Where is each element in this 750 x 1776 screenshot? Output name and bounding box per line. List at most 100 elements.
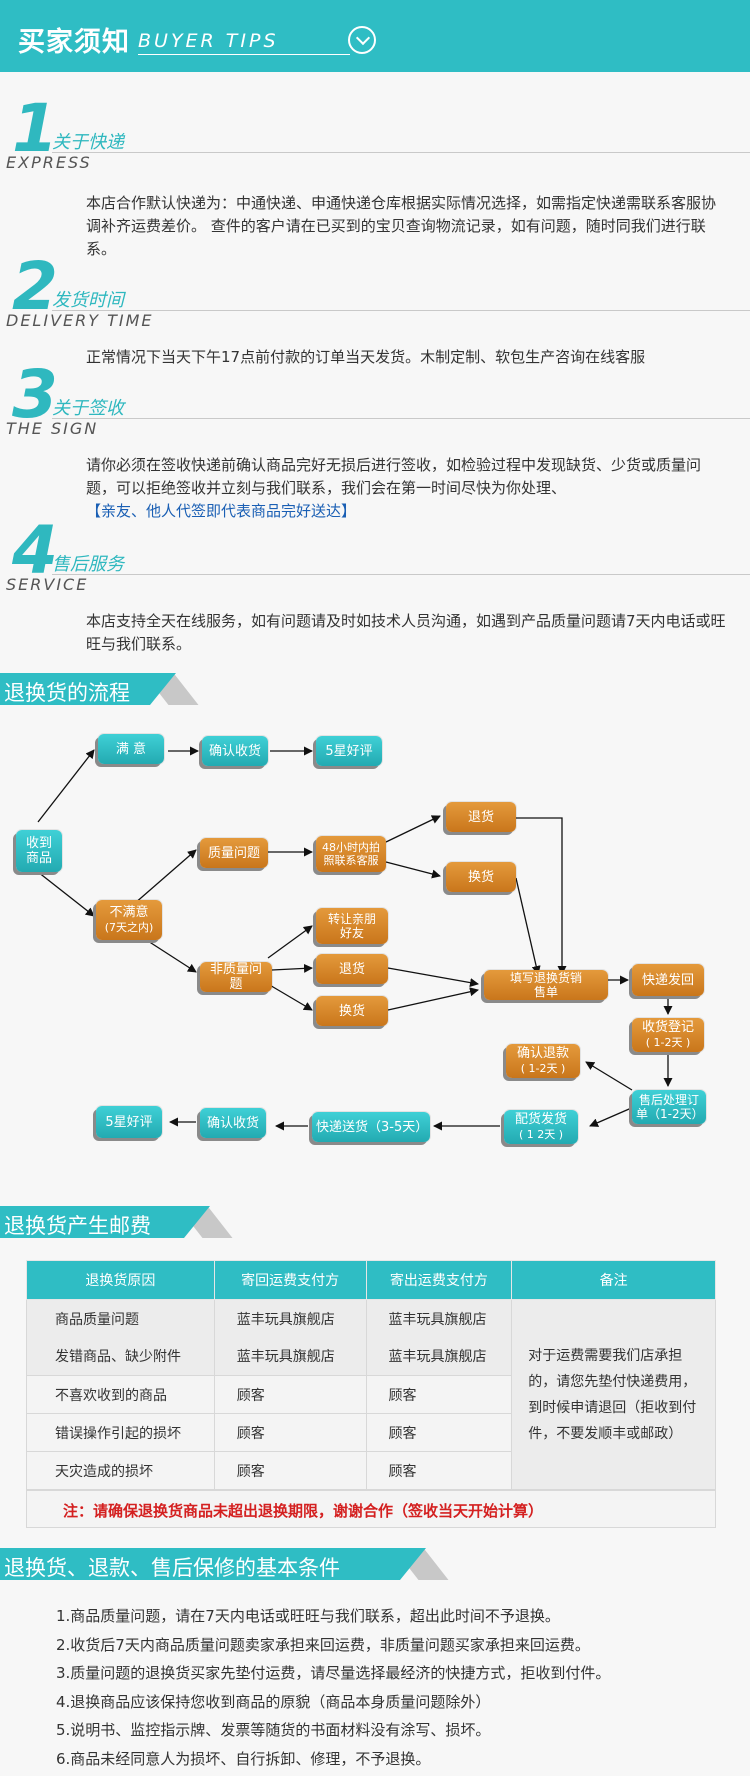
- table-header: 寄出运费支付方: [365, 1260, 513, 1300]
- arrow: [37, 749, 95, 823]
- section-express: 1 关于快递 EXPRESS 本店合作默认快递为：中通快递、申通快递仓库根据实际…: [0, 96, 750, 266]
- node-satisfied: 满 意: [98, 734, 164, 764]
- node-unsatisfied: 不满意(7天之内): [96, 900, 162, 940]
- table-cell: 蓝丰玩具旗舰店: [365, 1337, 513, 1376]
- section-body: 请你必须在签收快递前确认商品完好无损后进行签收，如检验过程中发现缺货、少货或质量…: [86, 456, 702, 497]
- table-cell: 顾客: [213, 1375, 367, 1414]
- table-memo: 对于运费需要我们店承担的，请您先垫付快递费用，到时候申请退回（拒收到付件，不要发…: [511, 1299, 716, 1490]
- banner-title: 退换货、退款、售后保修的基本条件: [4, 1556, 340, 1580]
- table-cell: 顾客: [213, 1451, 367, 1490]
- section-number: 4: [12, 512, 58, 589]
- postage-table: 退换货原因 寄回运费支付方 寄出运费支付方 备注 商品质量问题 蓝丰玩具旗舰店 …: [26, 1260, 716, 1490]
- node-confirm-receipt: 确认收货: [202, 736, 268, 766]
- arrow: [271, 963, 313, 973]
- banner-title: 退换货产生邮费: [4, 1214, 151, 1238]
- conditions-list: 1.商品质量问题，请在7天内电话或旺旺与我们联系，超出此时间不予退换。 2.收货…: [56, 1602, 736, 1774]
- table-row: 发错商品、缺少附件 蓝丰玩具旗舰店 蓝丰玩具旗舰店: [26, 1337, 716, 1376]
- arrow: [589, 1105, 637, 1127]
- node-after-sale-order: 售后处理订单（1-2天）: [632, 1090, 706, 1124]
- section-sign: 3 关于签收 THE SIGN 请你必须在签收快递前确认商品完好无损后进行签收，…: [0, 362, 750, 522]
- table-warning-note: 注：请确保退换货商品未超出退换期限，谢谢合作（签收当天开始计算）: [26, 1490, 716, 1528]
- table-header-row: 退换货原因 寄回运费支付方 寄出运费支付方 备注: [26, 1260, 716, 1300]
- table-row: 天灾造成的损坏 顾客 顾客: [26, 1451, 716, 1490]
- node-confirm-refund: 确认退款( 1-2天 ): [506, 1044, 580, 1078]
- node-fill-return-form: 填写退换货销售单: [484, 970, 608, 1000]
- table-cell: 天灾造成的损坏: [26, 1451, 215, 1490]
- arrow: [37, 871, 95, 917]
- node-express-delivery: 快递送货（3-5天）: [312, 1112, 430, 1142]
- node-quality-issue: 质量问题: [200, 838, 268, 868]
- node-transfer-friend: 转让亲朋好友: [316, 908, 388, 944]
- section-title: 售后服务: [52, 554, 124, 575]
- section-title-en: DELIVERY TIME: [6, 311, 154, 330]
- table-cell: 顾客: [365, 1375, 513, 1414]
- page-title: 买家须知: [18, 27, 130, 58]
- node-confirm-receipt-2: 确认收货: [200, 1108, 266, 1138]
- table-cell: 蓝丰玩具旗舰店: [365, 1299, 513, 1338]
- node-five-star: 5星好评: [316, 736, 382, 766]
- banner-title: 退换货的流程: [4, 681, 130, 705]
- table-header: 退换货原因: [26, 1260, 215, 1300]
- title-underline: [138, 54, 350, 55]
- arrow: [267, 925, 313, 959]
- node-received: 收到商品: [16, 830, 62, 872]
- section-title-en: SERVICE: [6, 575, 89, 594]
- table-cell: 错误操作引起的损坏: [26, 1413, 215, 1452]
- divider: [52, 152, 750, 153]
- arrow: [385, 861, 441, 879]
- divider: [52, 418, 750, 419]
- section-title: 发货时间: [52, 290, 124, 311]
- section-delivery-time: 2 发货时间 DELIVERY TIME 正常情况下当天下午17点前付款的订单当…: [0, 254, 750, 374]
- table-header: 寄回运费支付方: [213, 1260, 367, 1300]
- chevron-down-icon[interactable]: [348, 26, 376, 54]
- section-body: 本店合作默认快递为：中通快递、申通快递仓库根据实际情况选择，如需指定快递需联系客…: [86, 194, 717, 258]
- section-service: 4 售后服务 SERVICE 本店支持全天在线服务，如有问题请及时如技术人员沟通…: [0, 518, 750, 658]
- table-cell: 顾客: [365, 1413, 513, 1452]
- section-number: 3: [12, 356, 58, 433]
- banner-postage: 退换货产生邮费: [0, 1206, 233, 1238]
- section-number: 1: [12, 90, 58, 167]
- node-return-goods: 退货: [446, 802, 516, 832]
- node-five-star-2: 5星好评: [96, 1106, 162, 1138]
- arrow: [385, 815, 441, 843]
- node-receive-register: 收货登记( 1-2天 ): [632, 1018, 704, 1052]
- arrow: [515, 877, 541, 975]
- table-cell: 商品质量问题: [26, 1299, 215, 1338]
- sign-note: 【亲友、他人代签即代表商品完好送达】: [86, 502, 357, 520]
- section-body: 正常情况下当天下午17点前付款的订单当天发货。木制定制、软包生产咨询在线客服: [86, 348, 646, 366]
- arrow: [387, 987, 479, 1011]
- section-title-en: THE SIGN: [6, 419, 99, 438]
- list-item: 4.退换商品应该保持您收到商品的原貌（商品本身质量问题除外）: [56, 1692, 491, 1711]
- flow-arrows: [37, 746, 673, 1131]
- arrow: [267, 983, 313, 1011]
- list-item: 3.质量问题的退换货买家先垫付运费，请尽量选择最经济的快捷方式，拒收到付件。: [56, 1664, 611, 1683]
- list-item: 2.收货后7天内商品质量问题卖家承担来回运费，非质量问题买家承担来回运费。: [56, 1635, 590, 1654]
- divider: [52, 574, 750, 575]
- node-photo-contact: 48小时内拍照联系客服: [316, 836, 386, 872]
- node-reship: 配货发货( 1 2天 ): [504, 1110, 578, 1144]
- node-exchange-goods: 换货: [446, 862, 516, 892]
- node-return-goods-2: 退货: [316, 954, 388, 984]
- table-cell: 发错商品、缺少附件: [26, 1337, 215, 1376]
- list-item: 6.商品未经同意人为损坏、自行拆卸、修理，不予退换。: [56, 1749, 431, 1768]
- arrow: [585, 1061, 633, 1091]
- table-cell: 蓝丰玩具旗舰店: [213, 1337, 367, 1376]
- table-cell: 顾客: [365, 1451, 513, 1490]
- node-non-quality: 非质量问题: [200, 962, 272, 992]
- page-title-en: BUYER TIPS: [138, 30, 279, 52]
- table-row: 不喜欢收到的商品 顾客 顾客: [26, 1375, 716, 1414]
- arrow: [516, 817, 567, 975]
- table-cell: 顾客: [213, 1413, 367, 1452]
- arrow: [133, 849, 197, 905]
- list-item: 1.商品质量问题，请在7天内电话或旺旺与我们联系，超出此时间不予退换。: [56, 1607, 560, 1625]
- section-number: 2: [12, 248, 58, 325]
- list-item: 5.说明书、监控指示牌、发票等随货的书面材料没有涂写、损坏。: [56, 1721, 491, 1740]
- table-row: 商品质量问题 蓝丰玩具旗舰店 蓝丰玩具旗舰店 对于运费需要我们店承担的，请您先垫…: [26, 1299, 716, 1490]
- arrow: [387, 967, 479, 988]
- section-title-en: EXPRESS: [6, 153, 92, 172]
- banner-return-flow: 退换货的流程: [0, 673, 199, 705]
- table-cell: 蓝丰玩具旗舰店: [213, 1299, 367, 1338]
- node-exchange-goods-2: 换货: [316, 996, 388, 1026]
- table-header: 备注: [511, 1260, 716, 1300]
- section-title: 关于签收: [52, 398, 124, 419]
